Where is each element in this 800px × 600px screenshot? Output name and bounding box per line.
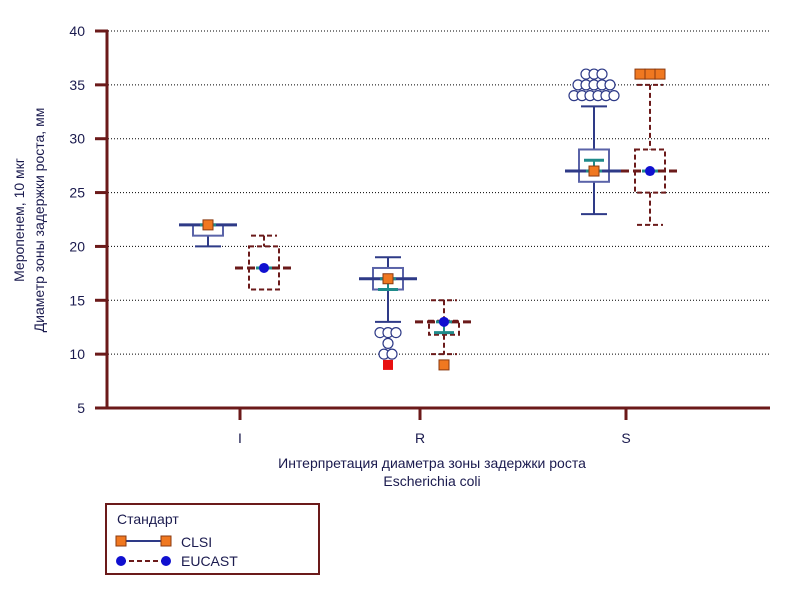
- y-tick-label: 30: [69, 131, 85, 147]
- x-axis-label-line1: Интерпретация диаметра зоны задержки рос…: [278, 455, 586, 471]
- y-tick-label: 20: [69, 238, 85, 254]
- outlier-point: [608, 90, 620, 102]
- outlier-point: [644, 68, 656, 80]
- outlier-point: [438, 359, 450, 371]
- x-tick-label: R: [415, 430, 425, 446]
- median-marker-circle: [259, 262, 269, 273]
- axes: [105, 30, 770, 410]
- y-axis-label-line2: Диаметр зоны задержки роста, мм: [31, 108, 47, 333]
- median-marker-square: [588, 165, 600, 177]
- legend: Стандарт CLSI EUCAST: [105, 503, 320, 575]
- outlier-point: [604, 79, 616, 91]
- box-eucast-R: [415, 299, 473, 371]
- x-tick-label: S: [621, 430, 630, 446]
- x-axis-label-line2: Escherichia coli: [383, 473, 480, 489]
- legend-label-clsi: CLSI: [181, 534, 213, 550]
- outlier-point: [382, 337, 394, 349]
- outlier-point: [654, 68, 666, 80]
- y-tick-label: 15: [69, 292, 85, 308]
- legend-clsi-symbol: [115, 535, 172, 547]
- outlier-point: [596, 68, 608, 80]
- y-tick-label: 40: [69, 23, 85, 39]
- box-iqr: [578, 148, 610, 183]
- legend-title: Стандарт: [117, 511, 179, 527]
- box-clsi-S: [565, 68, 623, 216]
- outlier-point: [390, 327, 402, 339]
- box-eucast-I: [235, 234, 293, 291]
- y-tick-label: 5: [77, 400, 85, 416]
- box-iqr: [428, 319, 460, 336]
- y-tick-label: 25: [69, 185, 85, 201]
- y-tick-label: 35: [69, 77, 85, 93]
- legend-label-eucast: EUCAST: [181, 553, 238, 569]
- median-marker-circle: [439, 316, 449, 327]
- outlier-point: [634, 68, 646, 80]
- legend-eucast-symbol: [116, 556, 171, 566]
- extreme-point: [383, 359, 393, 370]
- box-clsi-I: [179, 219, 237, 248]
- median-marker-circle: [645, 166, 655, 177]
- plot-area: [179, 68, 679, 371]
- gridlines: [108, 30, 770, 355]
- median-marker-square: [382, 273, 394, 285]
- x-tick-label: I: [238, 430, 242, 446]
- y-tick-label: 10: [69, 346, 85, 362]
- box-eucast-S: [621, 68, 679, 226]
- box-clsi-R: [359, 256, 417, 370]
- median-marker-square: [202, 219, 214, 231]
- y-axis-label-line1: Меропенем, 10 мкг: [11, 158, 27, 282]
- y-axis-ticks: 5 10 15 20 25 30 35 40: [69, 23, 108, 416]
- outlier-point: [386, 348, 398, 360]
